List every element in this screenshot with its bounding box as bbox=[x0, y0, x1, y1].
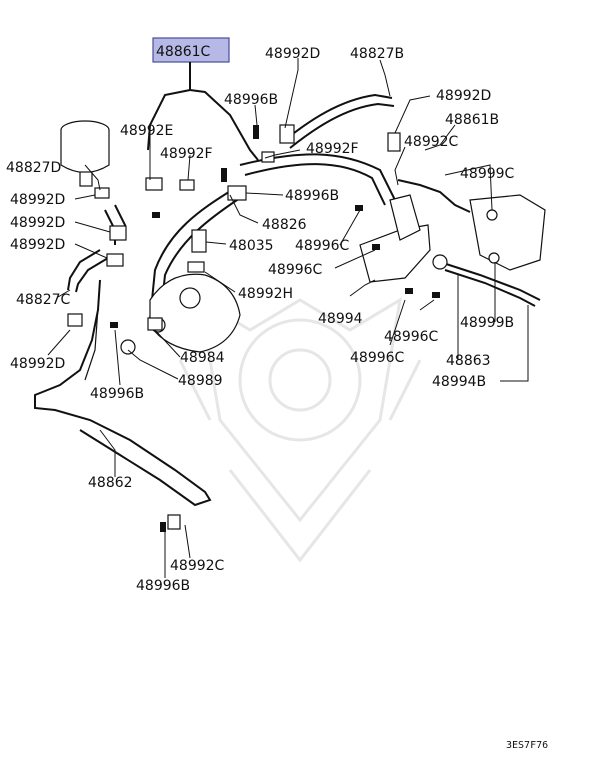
label-48992F-right[interactable]: 48992F bbox=[306, 141, 359, 157]
label-48992H[interactable]: 48992H bbox=[238, 286, 293, 302]
label-48862[interactable]: 48862 bbox=[88, 475, 133, 491]
label-48826[interactable]: 48826 bbox=[262, 217, 307, 233]
label-48999C[interactable]: 48999C bbox=[460, 166, 515, 182]
label-48827B[interactable]: 48827B bbox=[350, 46, 404, 62]
label-48989[interactable]: 48989 bbox=[178, 373, 223, 389]
hose-lines bbox=[34, 62, 541, 507]
label-48861C[interactable]: 48861C bbox=[156, 44, 211, 60]
label-48996B-bot[interactable]: 48996B bbox=[136, 578, 190, 594]
bracket-assembly bbox=[359, 194, 546, 283]
label-48996C-1[interactable]: 48996C bbox=[295, 238, 350, 254]
label-48992D-l4[interactable]: 48992D bbox=[10, 356, 65, 372]
label-48996C-3[interactable]: 48996C bbox=[350, 350, 405, 366]
leader-lines bbox=[47, 58, 529, 578]
label-48992D-l3[interactable]: 48992D bbox=[10, 237, 65, 253]
label-48996B-top[interactable]: 48996B bbox=[224, 92, 278, 108]
label-48984[interactable]: 48984 bbox=[180, 350, 225, 366]
label-48996B-mid[interactable]: 48996B bbox=[285, 188, 339, 204]
label-48035[interactable]: 48035 bbox=[229, 238, 274, 254]
label-48994B[interactable]: 48994B bbox=[432, 374, 486, 390]
label-48992C-top[interactable]: 48992C bbox=[404, 134, 459, 150]
label-48827D[interactable]: 48827D bbox=[6, 160, 61, 176]
label-48994[interactable]: 48994 bbox=[318, 311, 363, 327]
label-48996C-4[interactable]: 48996C bbox=[384, 329, 439, 345]
label-48827C[interactable]: 48827C bbox=[16, 292, 71, 308]
label-48863[interactable]: 48863 bbox=[446, 353, 491, 369]
label-48996B-low[interactable]: 48996B bbox=[90, 386, 144, 402]
watermark-emblem bbox=[178, 297, 422, 563]
label-48861B[interactable]: 48861B bbox=[445, 112, 499, 128]
label-48992D-l2[interactable]: 48992D bbox=[10, 215, 65, 231]
part-labels: 48861C 48992D 48827B 48996B 48992D 48861… bbox=[6, 44, 548, 751]
label-48999B[interactable]: 48999B bbox=[460, 315, 514, 331]
reservoir bbox=[60, 120, 110, 187]
label-48992D-l1[interactable]: 48992D bbox=[10, 192, 65, 208]
label-48992E[interactable]: 48992E bbox=[120, 123, 173, 139]
label-48992D-top[interactable]: 48992D bbox=[265, 46, 320, 62]
highlight-box bbox=[152, 37, 230, 63]
label-48992D-right[interactable]: 48992D bbox=[436, 88, 491, 104]
label-48992F-left[interactable]: 48992F bbox=[160, 146, 213, 162]
figure-code: 3ES7F76 bbox=[506, 740, 548, 751]
label-48996C-2[interactable]: 48996C bbox=[268, 262, 323, 278]
label-48992C-bot[interactable]: 48992C bbox=[170, 558, 225, 574]
fittings bbox=[67, 124, 500, 532]
